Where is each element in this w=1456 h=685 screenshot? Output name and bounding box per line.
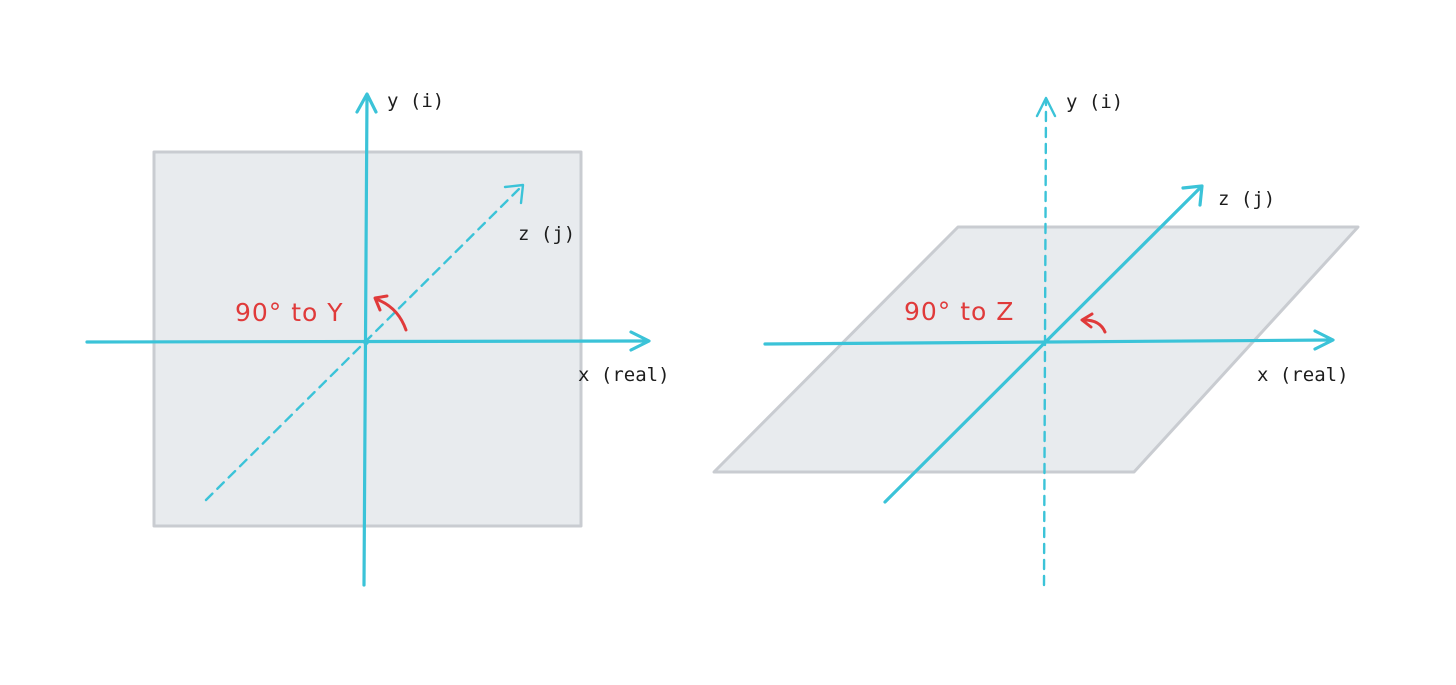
left-z-axis [204,184,524,502]
right-z-arrowhead [1181,184,1204,207]
left-diagram: y (i) z (j) x (real) 90° to Y [85,90,670,587]
left-rotation-arrow [374,297,408,332]
right-diagram: y (i) z (j) x (real) 90° to Z [712,91,1360,587]
left-z-arrowhead [503,183,525,205]
left-y-label: y (i) [387,90,444,112]
right-y-label: y (i) [1066,91,1123,113]
left-y-arrowhead [355,92,378,114]
left-origin [363,339,369,345]
right-rotation-arrow [1082,318,1107,334]
right-y-arrowhead [1035,96,1057,118]
left-x-arrowhead [629,330,651,352]
right-rotation-arrowhead [1080,312,1094,329]
left-rotation-arrowhead [373,294,389,312]
right-rotation-label: 90° to Z [904,297,1014,326]
right-x-arrowhead [1313,329,1335,351]
right-z-axis [883,185,1203,504]
right-x-label: x (real) [1257,364,1349,386]
left-x-label: x (real) [578,364,670,386]
left-z-label: z (j) [518,223,575,245]
right-x-axis [763,338,1334,346]
right-z-label: z (j) [1218,188,1275,210]
left-rotation-label: 90° to Y [235,298,344,327]
